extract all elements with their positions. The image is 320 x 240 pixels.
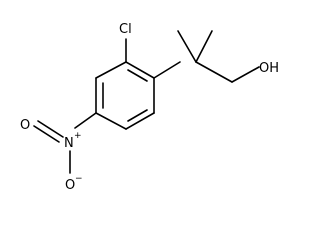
nitrogen-charge: + (74, 131, 82, 141)
nitro-oxygen-bottom-label: O (65, 178, 75, 193)
hydroxyl-label: OH (259, 61, 279, 76)
nitro-oxygen-bottom-charge: − (75, 174, 83, 184)
bond-ring-nitrogen (74, 112, 97, 129)
chlorine-label: Cl (119, 22, 132, 37)
bond-ring-quaternary-carbon (153, 61, 181, 79)
ring-bond-c4-c5 (95, 112, 127, 130)
ring-bond-c1-c2 (125, 61, 155, 79)
nitro-oxygen-top-label: O (20, 118, 30, 133)
bond-ch2-oxygen (231, 66, 260, 83)
bond-nitrogen-oxygen-top-a (37, 120, 64, 138)
bond-nitrogen-oxygen-top-b (33, 125, 60, 143)
bond-methyl-right (195, 30, 213, 63)
ring-bond-c6-c1 (95, 61, 127, 79)
ring-double-bond-c3-c4 (127, 109, 148, 122)
ring-bond-c3-c4 (125, 112, 155, 130)
benzene-ring (95, 61, 155, 130)
bond-methyl-left (177, 30, 197, 63)
chemical-structure: Cl OH N + O O − (20, 22, 279, 193)
ring-double-bond-c1-c2 (127, 69, 148, 82)
nitrogen-label: N (64, 136, 74, 151)
bond-quaternary-ch2 (195, 61, 233, 83)
